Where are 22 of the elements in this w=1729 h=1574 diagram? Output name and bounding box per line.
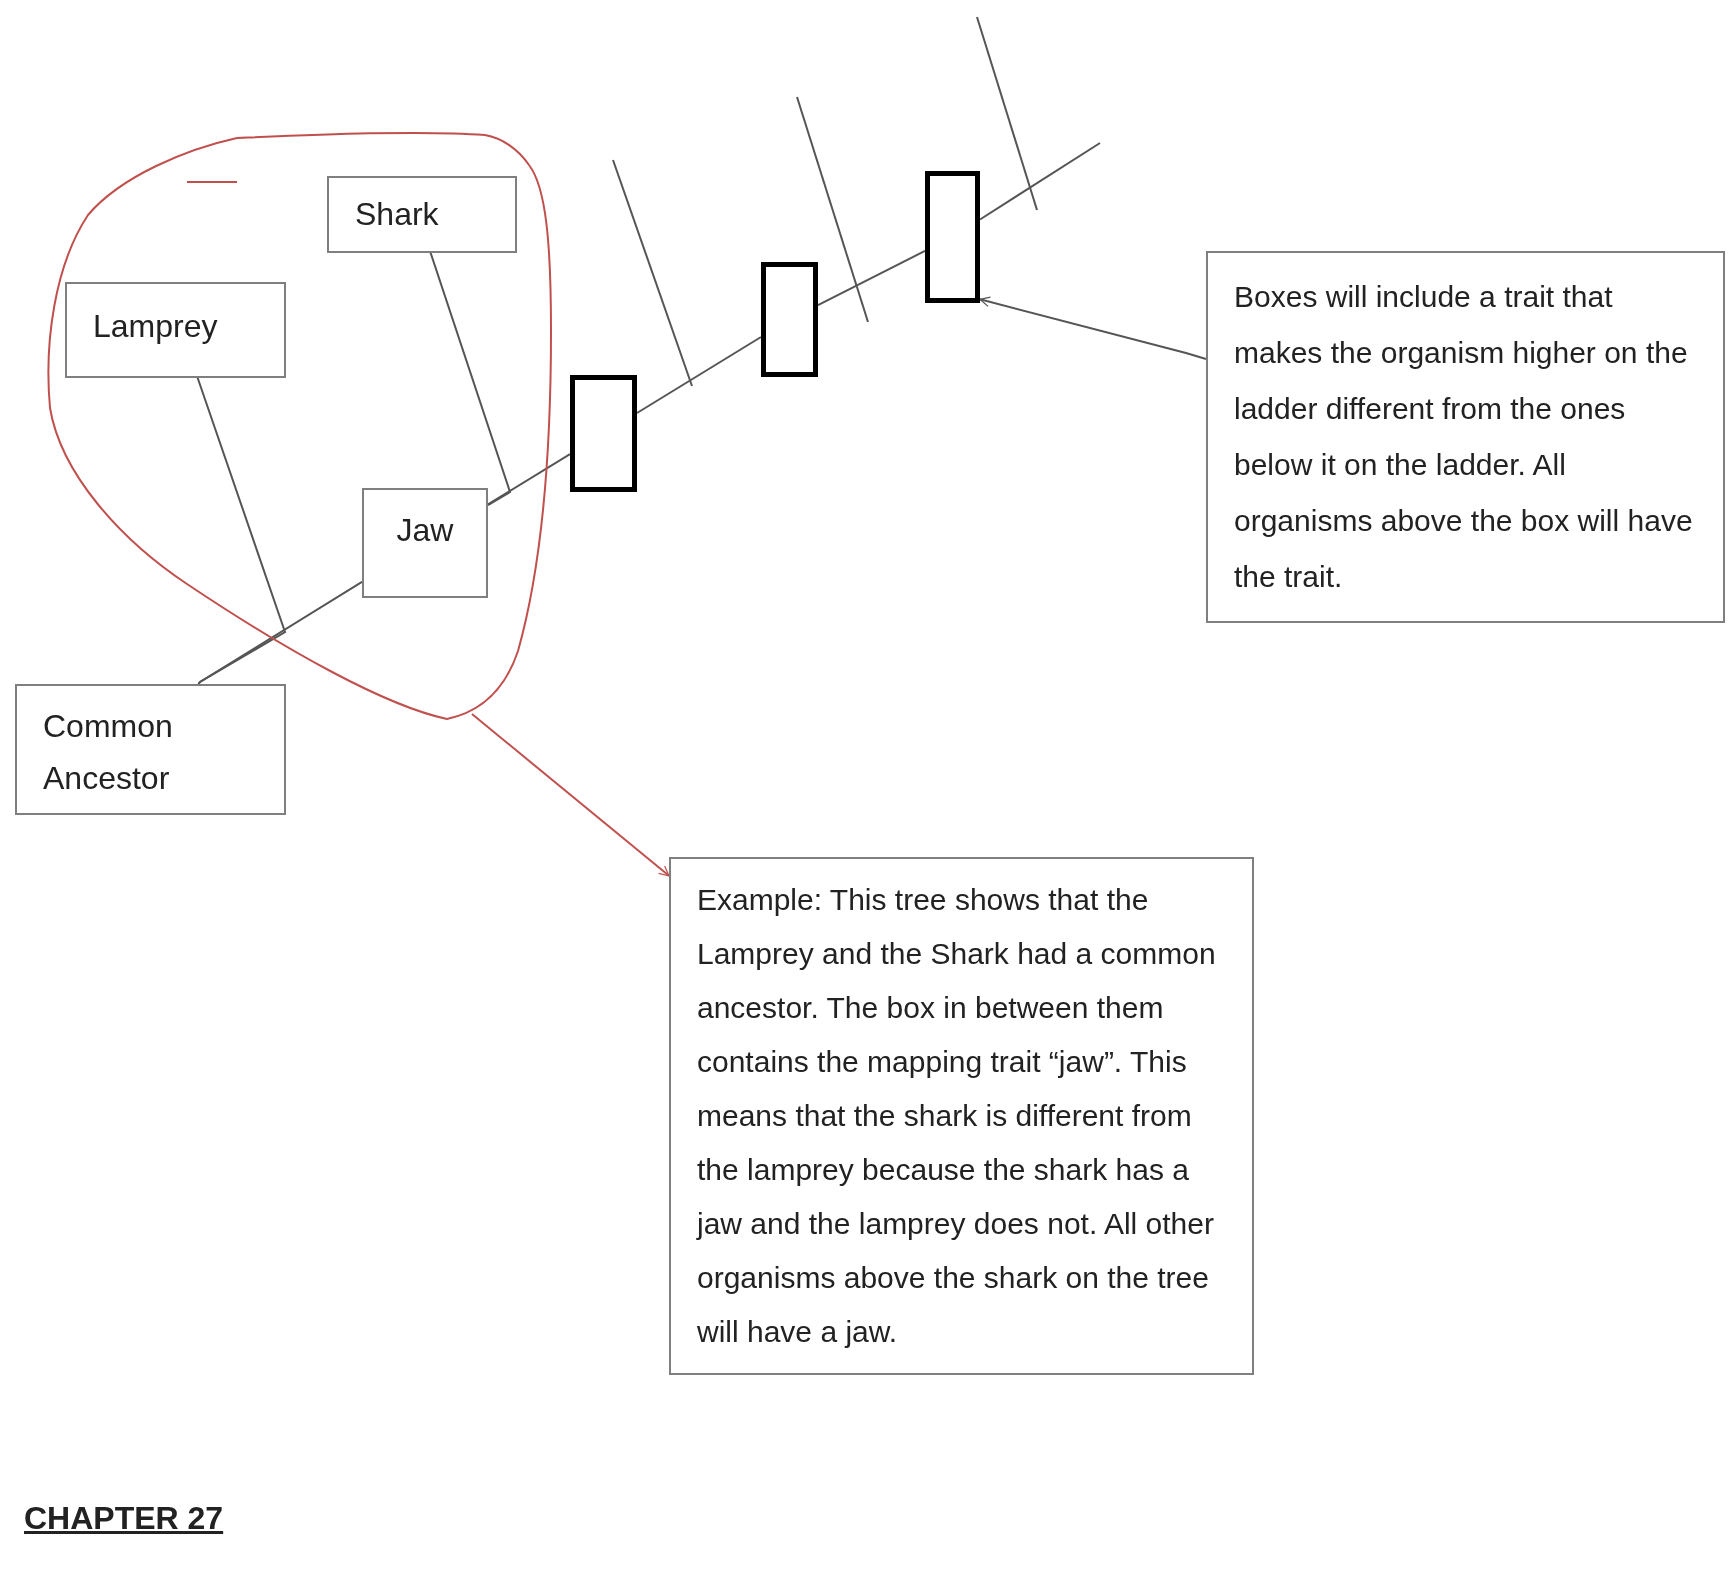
trait-label: Jaw [395,511,455,550]
trait-box [925,171,980,303]
taxon-box [327,176,517,253]
trait-box [362,488,488,598]
ancestor-label: Common Ancestor [43,707,174,798]
chapter-heading: CHAPTER 27 [24,1500,224,1537]
taxon-label: Shark [355,195,440,234]
note-text: Example: This tree shows that the Lamprey and the Shark had a common ancestor. The box in between them contains the mapping trait “jaw”. This means that the shark is different from the lamprey because the shark has a jaw and the lamprey does not. All other organisms above the shark on the tree will have a jaw. [697,882,1217,1350]
ancestor-box [15,684,286,815]
arrow [471,713,670,877]
note-box [1206,251,1725,623]
tree-branch [979,142,1101,221]
tree-branch [487,453,571,506]
arrow [979,296,1207,360]
trait-box [570,375,637,492]
tree-branch [817,249,926,307]
tree-branch [636,336,762,414]
trait-box [761,262,818,377]
taxon-label: Lamprey [93,307,219,346]
taxon-box [65,282,286,378]
note-box [669,857,1254,1375]
note-text: Boxes will include a trait that makes the organism higher on the ladder different from the ones below it on the ladder. All organisms above the box will have the trait. [1234,279,1694,595]
